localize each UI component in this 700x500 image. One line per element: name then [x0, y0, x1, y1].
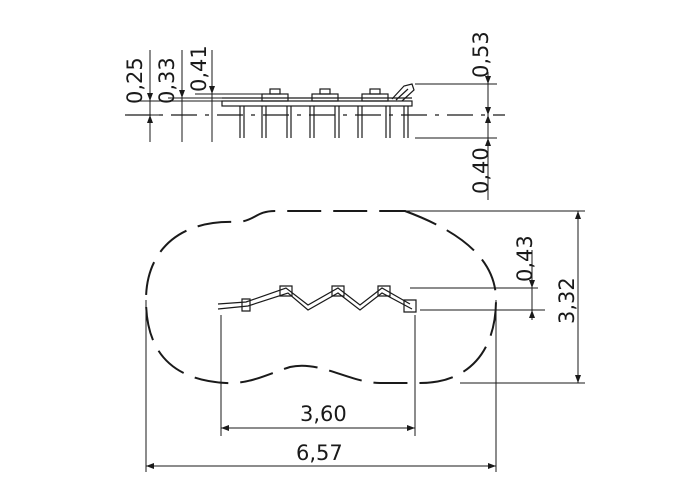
- plan-right-dimensions: 0,43 3,32: [405, 210, 585, 384]
- dim-0-43: 0,43: [513, 235, 537, 282]
- posts: [239, 106, 409, 138]
- dim-0-40: 0,40: [469, 147, 493, 194]
- side-left-dimensions: 0,25 0,33 0,41: [123, 45, 262, 142]
- side-view-structure: [221, 83, 415, 138]
- plan-view: 0,43 3,32 3,60 6,57: [144, 210, 585, 472]
- dim-0-33: 0,33: [155, 57, 179, 104]
- side-right-dimensions: 0,53 0,40: [415, 31, 497, 200]
- zigzag-equipment: [217, 285, 417, 313]
- plan-bottom-dimensions: 3,60 6,57: [145, 300, 497, 472]
- dim-0-25: 0,25: [123, 57, 147, 104]
- dim-0-41: 0,41: [187, 45, 211, 92]
- side-view: 0,25 0,33 0,41 0,53 0,40: [123, 31, 505, 200]
- dim-3-32: 3,32: [555, 277, 579, 324]
- dim-6-57: 6,57: [296, 441, 343, 465]
- dim-0-53: 0,53: [469, 31, 493, 78]
- dim-3-60: 3,60: [300, 402, 347, 426]
